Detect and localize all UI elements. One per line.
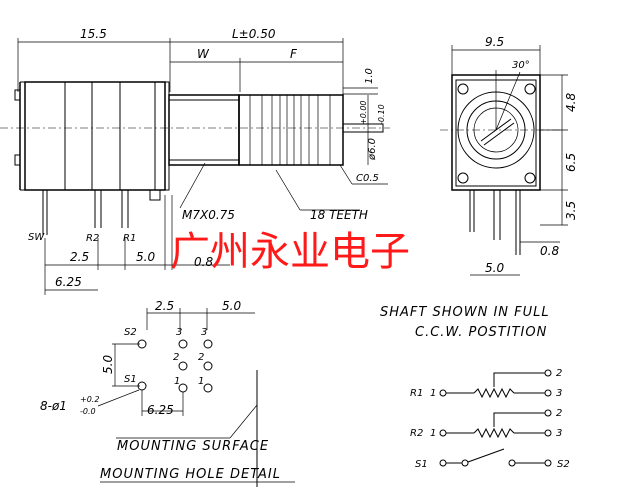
mh-label-s1: S1 [124, 374, 137, 385]
teeth-label: 18 TEETH [310, 208, 368, 222]
circuit-schematic: R1 1 3 2 R2 1 3 2 S1 S2 [410, 368, 570, 470]
mh-dim-5-0-top: 5.0 [222, 299, 241, 313]
dim-L: L±0.50 [232, 27, 276, 41]
dim-front-0-8: 0.8 [540, 244, 559, 258]
note-line-1: SHAFT SHOWN IN FULL [380, 305, 550, 320]
dim-F: F [290, 47, 298, 61]
chamfer-label: C0.5 [356, 173, 379, 184]
mh-pin-1b: 1 [198, 376, 204, 387]
sch-r1-pin1: 1 [430, 388, 436, 399]
dim-1-0: 1.0 [364, 68, 375, 84]
thread-label: M7X0.75 [182, 208, 235, 222]
dim-front-width: 9.5 [485, 35, 504, 49]
mh-pin-2b: 2 [198, 352, 204, 363]
dim-6-5: 6.5 [564, 153, 578, 172]
mh-dim-5-0-side: 5.0 [101, 355, 115, 374]
tol-upper: +0.00 [359, 100, 368, 125]
sch-r1-label: R1 [410, 388, 423, 399]
watermark-text: 广州永业电子 [170, 229, 410, 275]
mh-pin-3a: 3 [176, 327, 182, 338]
tol-lower: -0.10 [377, 104, 386, 125]
dim-W: W [197, 47, 210, 61]
dim-front-5-0: 5.0 [485, 261, 504, 275]
sch-r2-pin2: 2 [556, 408, 562, 419]
dim-2-5: 2.5 [70, 250, 89, 264]
mh-dim-6-25: 6.25 [147, 403, 174, 417]
front-view: 9.5 30° 4.8 6.5 3.5 [440, 35, 578, 276]
knob-gear [457, 70, 535, 169]
mh-label-s2: S2 [124, 327, 137, 338]
dim-6-25: 6.25 [55, 275, 82, 289]
dim-0-8: 0.8 [194, 255, 213, 269]
pin-r1: R1 [123, 233, 136, 244]
note-line-2: C.C.W. POSTITION [415, 325, 547, 340]
mh-holes-tol-upper: +0.2 [80, 395, 99, 404]
mounting-hole-detail: 2.5 5.0 5.0 S2 S1 3 3 2 2 1 1 6.25 8-ø1 … [40, 299, 295, 487]
sch-r2-label: R2 [410, 428, 423, 439]
mounting-surface-label: MOUNTING SURFACE [117, 439, 269, 454]
mh-dim-2-5: 2.5 [155, 299, 174, 313]
mh-holes: 8-ø1 [40, 399, 67, 413]
mounting-detail-label: MOUNTING HOLE DETAIL [100, 467, 281, 482]
sch-r2-pin3: 3 [556, 428, 562, 439]
sch-r1-pin3: 3 [556, 388, 562, 399]
side-view: 15.5 L±0.50 W F [0, 27, 390, 295]
pin-r2: R2 [86, 233, 99, 244]
mh-pin-1a: 1 [174, 376, 180, 387]
sch-s1-label: S1 [415, 459, 428, 470]
sch-s2-label: S2 [557, 459, 570, 470]
mh-holes-tol-lower: -0.0 [80, 407, 96, 416]
dim-5-0: 5.0 [136, 250, 155, 264]
dim-length: 15.5 [80, 27, 107, 41]
front-pins [469, 190, 521, 255]
sch-r2-pin1: 1 [430, 428, 436, 439]
side-pins [42, 190, 161, 235]
mh-pin-2a: 2 [173, 352, 179, 363]
dim-shaft-dia: ø6.0 [367, 138, 378, 161]
sch-r1-pin2: 2 [556, 368, 562, 379]
dim-3-5: 3.5 [564, 201, 578, 220]
pin-sw: SW [28, 232, 45, 243]
mh-pin-3b: 3 [201, 327, 207, 338]
dim-angle: 30° [512, 60, 530, 71]
knurl-teeth [249, 95, 331, 165]
dim-4-8: 4.8 [564, 93, 578, 112]
